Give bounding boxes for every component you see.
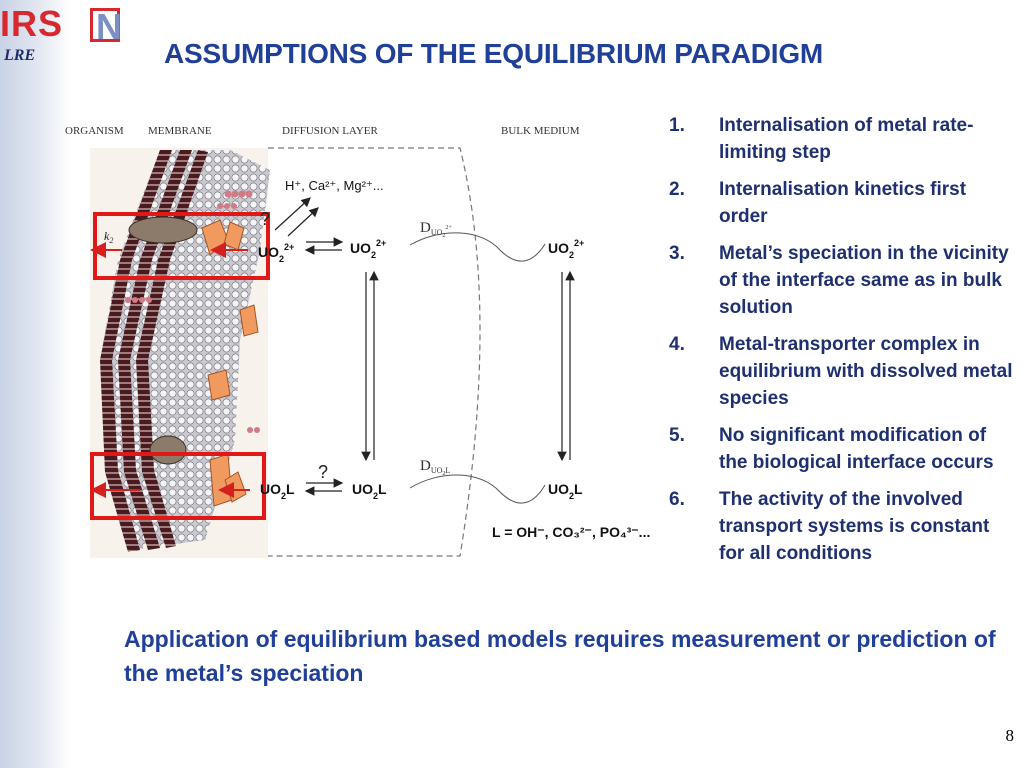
diffusion-coef-top: DUO22+ [420,220,452,239]
assumption-item: 3. Metal’s speciation in the vicinity of … [664,240,1014,321]
assumption-text: Internalisation of metal rate-limiting s… [719,115,974,163]
assumption-item: 2. Internalisation kinetics first order [664,176,1014,230]
page-number: 8 [1005,726,1015,745]
diffusion-path-top [409,232,546,262]
assumption-number: 5. [669,425,685,446]
unit-label: LRE [4,47,36,64]
ligand-definition: L = OH⁻, CO₃²⁻, PO₄³⁻... [492,524,650,540]
assumption-number: 3. [669,243,685,264]
biointerface-diagram: ORGANISM MEMBRANE DIFFUSION LAYER BULK M… [65,125,650,558]
competing-ion-arrow-1 [274,197,311,231]
logo-box: N [90,7,122,47]
assumption-text: Internalisation kinetics first order [719,179,967,227]
question-mark-top: ? [260,209,270,229]
assumption-text: Metal-transporter complex in equilibrium… [719,334,1013,409]
logo-n: N [96,6,122,47]
assumption-text: Metal’s speciation in the vicinity of th… [719,243,1009,318]
species-bulk-top: UO22+ [548,238,584,260]
assumption-item: 5. No significant modification of the bio… [664,422,1014,476]
diffusion-coef-bottom: DUO2L [420,458,450,477]
diffusion-layer-boundary [268,147,481,557]
conclusion-text: Application of equilibrium based models … [124,626,996,686]
rate-constant-label: k2 [104,229,113,245]
side-gradient [0,0,70,768]
assumption-text: No significant modification of the biolo… [719,425,994,473]
assumption-item: 4. Metal-transporter complex in equilibri… [664,331,1014,412]
competing-ion-arrow-2 [287,207,319,237]
diffusion-path-bottom [409,474,546,504]
logo-text: IRS [0,3,64,44]
lipid-heads [125,190,260,433]
zone-label-diffusion: DIFFUSION LAYER [282,125,379,137]
assumption-number: 6. [669,489,685,510]
assumption-item: 1. Internalisation of metal rate-limiting… [664,112,1014,166]
species-layer-bottom: UO2L [352,481,387,501]
zone-label-membrane: MEMBRANE [148,125,212,137]
assumption-list: 1. Internalisation of metal rate-limiting… [664,112,1014,577]
species-surface-top: UO22+ [258,242,294,264]
irsn-logo: IRS N [0,4,125,48]
competing-ions: H⁺, Ca²⁺, Mg²⁺... [285,178,384,193]
assumption-item: 6. The activity of the involved transport… [664,486,1014,567]
zone-label-bulk: BULK MEDIUM [501,125,580,137]
question-mark-bottom: ? [318,462,328,482]
page-title: ASSUMPTIONS OF THE EQUILIBRIUM PARADIGM [164,38,824,69]
species-bulk-bottom: UO2L [548,481,583,501]
assumption-number: 4. [669,334,685,355]
species-layer-top: UO22+ [350,238,386,260]
assumption-text: The activity of the involved transport s… [719,489,990,564]
zone-label-organism: ORGANISM [65,125,124,137]
species-surface-bottom: UO2L [260,481,295,501]
assumption-number: 1. [669,115,685,136]
assumption-number: 2. [669,179,685,200]
